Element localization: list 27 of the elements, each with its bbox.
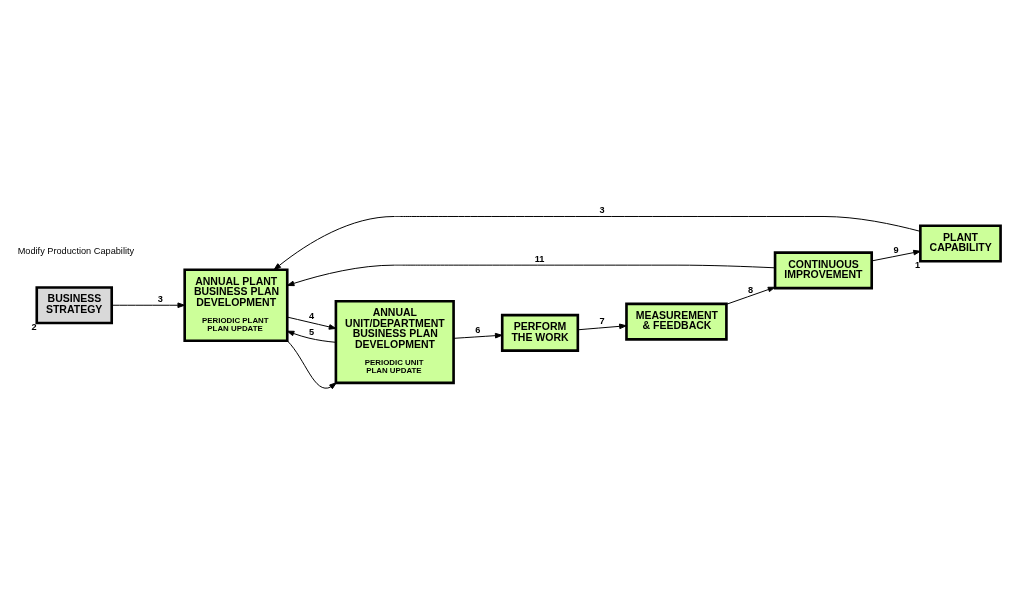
node-box: CONTINUOUS IMPROVEMENT — [773, 250, 873, 289]
edge-label: 3 — [599, 204, 605, 215]
arrow — [726, 286, 776, 305]
arrow — [286, 330, 337, 343]
label: Modify Production Capability — [17, 245, 135, 256]
edge-label: 11 — [534, 253, 545, 264]
arrow — [453, 332, 503, 339]
node-box: PERFORM THE WORK — [500, 313, 580, 352]
edge-label: 3 — [157, 293, 163, 304]
edge-label: 6 — [475, 324, 481, 335]
arrow — [286, 264, 776, 286]
arrow — [286, 339, 337, 389]
edge-label: 8 — [748, 284, 754, 295]
arrow — [577, 323, 627, 330]
arrow — [871, 249, 921, 261]
edge-label: 9 — [893, 244, 899, 255]
edge-label: 7 — [599, 315, 605, 326]
edge-label: 4 — [308, 310, 315, 321]
edge-label: 5 — [308, 326, 315, 337]
node-box: MEASUREMENT & FEEDBACK — [625, 302, 728, 341]
node-box: BUSINESS STRATEGY — [35, 285, 114, 324]
arrow — [273, 215, 921, 270]
arrow — [286, 316, 337, 330]
arrow — [111, 301, 185, 308]
node-box: PLANT CAPABILITY — [919, 223, 1002, 262]
node-label: 2 — [31, 321, 37, 332]
node-label: 1 — [915, 259, 921, 270]
